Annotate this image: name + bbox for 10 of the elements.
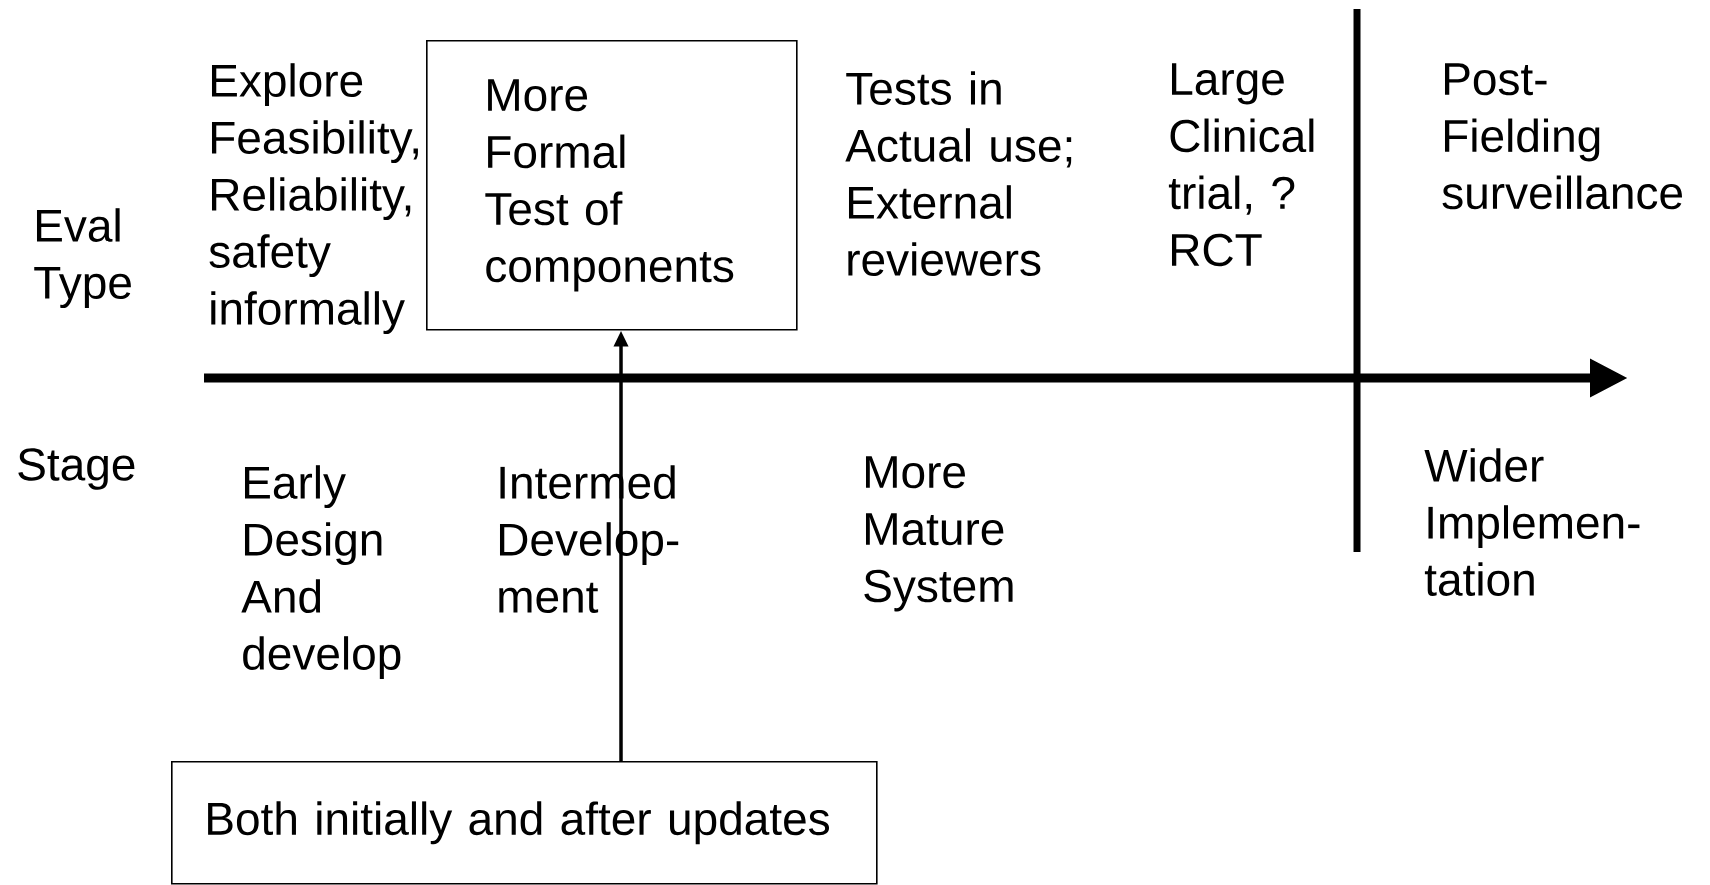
axis-label: Tests in Actual use; External reviewers <box>845 71 1072 276</box>
axis-label: Early Design And develop <box>241 465 401 680</box>
axis-label: Large Clinical trial, ? RCT <box>1168 63 1314 267</box>
axis-label: Eval Type <box>34 208 131 309</box>
process-box: More Formal Test of components <box>426 40 798 331</box>
axis-label: Post-Fielding surveillance <box>1442 63 1682 210</box>
axis-label: Stage <box>18 448 135 490</box>
axis-label: More Mature System <box>864 456 1013 612</box>
axis-label: Wider Implemen-tation <box>1424 448 1640 596</box>
note-box: Both initially and after updates <box>171 761 878 885</box>
